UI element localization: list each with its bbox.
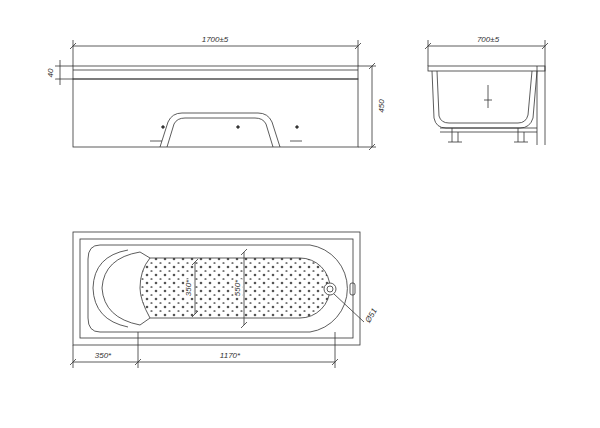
dimension-width: 700±5	[476, 36, 500, 45]
drain-diameter: Ø51	[364, 306, 380, 325]
dimension-height: 450	[378, 98, 387, 113]
dimension-rim: 40	[47, 68, 56, 79]
dimension-floor-length: 1170*	[219, 352, 241, 361]
dimension-length: 1700±5	[201, 36, 230, 45]
dimension-headrest: 350*	[94, 352, 112, 361]
dimension-inner: 550*	[234, 279, 243, 297]
dimension-floor: 350*	[185, 279, 194, 297]
